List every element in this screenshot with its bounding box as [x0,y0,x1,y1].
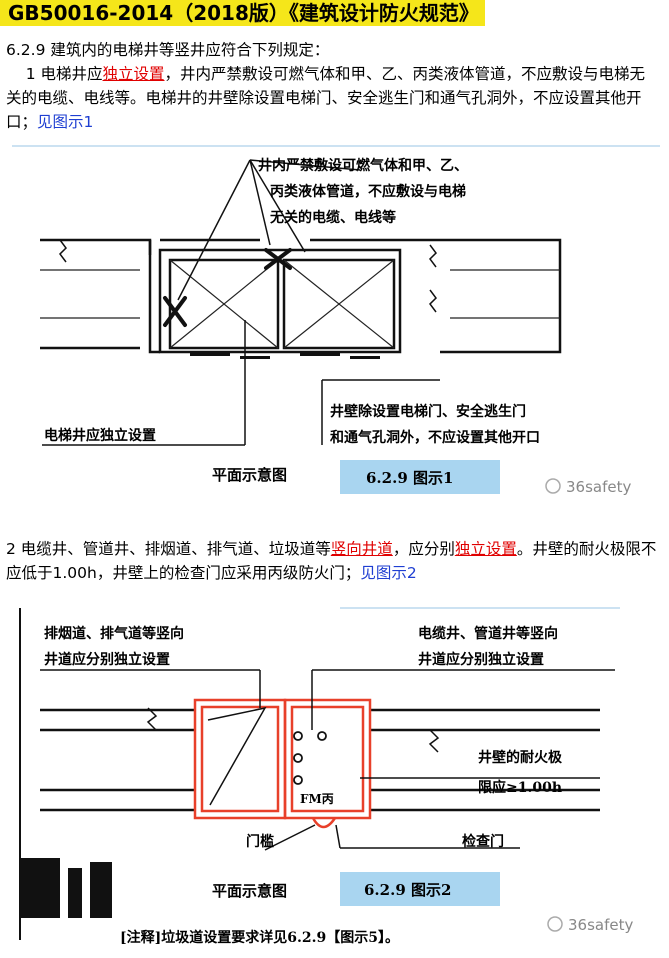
fig1-note-top-line2: 丙类液体管道，不应敷设与电梯 [270,183,466,200]
see-figure-2-link[interactable]: 见图示2 [360,564,417,582]
fig2-watermark: 36safety [568,916,633,934]
fig1-note-top-line1: 井内严禁敷设可燃气体和甲、乙、 [258,157,468,174]
fig2-badge: 6.2.9 图示2 [364,881,451,899]
clause-item-1: 1 电梯井应独立设置，井内严禁敷设可燃气体和甲、乙、丙类液体管道，不应敷设与电梯… [6,62,658,134]
fig2-sill-label: 门槛 [246,833,274,850]
fig2-check-door-label: 检查门 [462,833,504,850]
document-title: GB50016-2014（2018版）《建筑设计防火规范》 [0,0,485,26]
item2-text-2: 。井壁的耐火极限不应低于1.00h，井壁上的检查门应采用丙级防火门； [6,540,657,582]
clause-heading: 6.2.9 建筑内的电梯井等竖井应符合下列规定： [6,41,330,59]
item2-prefix: 2 电缆井、管道井、排烟道、排气道、垃圾道等 [6,540,331,558]
fig1-note-right-line1: 井壁除设置电梯门、安全逃生门 [330,403,526,420]
fig1-watermark: 36safety [566,478,631,496]
fm-fire-door-label: FM丙 [300,792,334,806]
fig1-note-top-line3: 无关的电缆、电线等 [269,209,396,226]
wechat-icon [545,478,561,494]
fig2-note-right-line2: 井道应分别独立设置 [418,651,544,668]
item2-text-1: ，应分别 [392,540,455,558]
figure-1-diagram: 井内严禁敷设可燃气体和甲、乙、 丙类液体管道，不应敷设与电梯 无关的电缆、电线等… [12,145,660,496]
clause-item-2: 2 电缆井、管道井、排烟道、排气道、垃圾道等竖向井道，应分别独立设置。井壁的耐火… [6,537,666,585]
fig2-note-left-line1: 排烟道、排气道等竖向 [44,625,184,642]
fig2-note-fire-line1: 井壁的耐火极 [478,749,563,766]
wechat-icon-2 [547,916,563,932]
item1-prefix: 1 电梯井应 [6,65,103,83]
fig1-badge: 6.2.9 图示1 [366,469,453,487]
fig2-note-right-line1: 电缆井、管道井等竖向 [418,625,558,642]
see-figure-1-link[interactable]: 见图示1 [37,113,94,131]
fig2-caption: 平面示意图 [212,882,287,900]
fig2-note-fire-line2: 限应≥1.00h [478,779,562,796]
figure-2-diagram: FM丙 排烟道、排气道等竖向 井道应分别独立设置 电缆井、管道井等竖向 井道应分… [19,607,633,946]
fig2-note-left-line2: 井道应分别独立设置 [44,651,170,668]
vertical-shaft-link[interactable]: 竖向井道 [330,540,393,558]
fig2-footnote: [注释]垃圾道设置要求详见6.2.9【图示5】。 [120,929,399,946]
independent-setting-link-2[interactable]: 独立设置 [454,540,517,558]
item1-text: ，井内严禁敷设可燃气体和甲、乙、丙类液体管道，不应敷设与电梯无关的电缆、电线等。… [6,65,646,131]
fig1-note-right-line2: 和通气孔洞外，不应设置其他开口 [330,429,540,446]
independent-setting-link[interactable]: 独立设置 [102,65,165,83]
fig1-note-left: 电梯井应独立设置 [44,427,156,444]
fig1-caption: 平面示意图 [212,466,287,484]
